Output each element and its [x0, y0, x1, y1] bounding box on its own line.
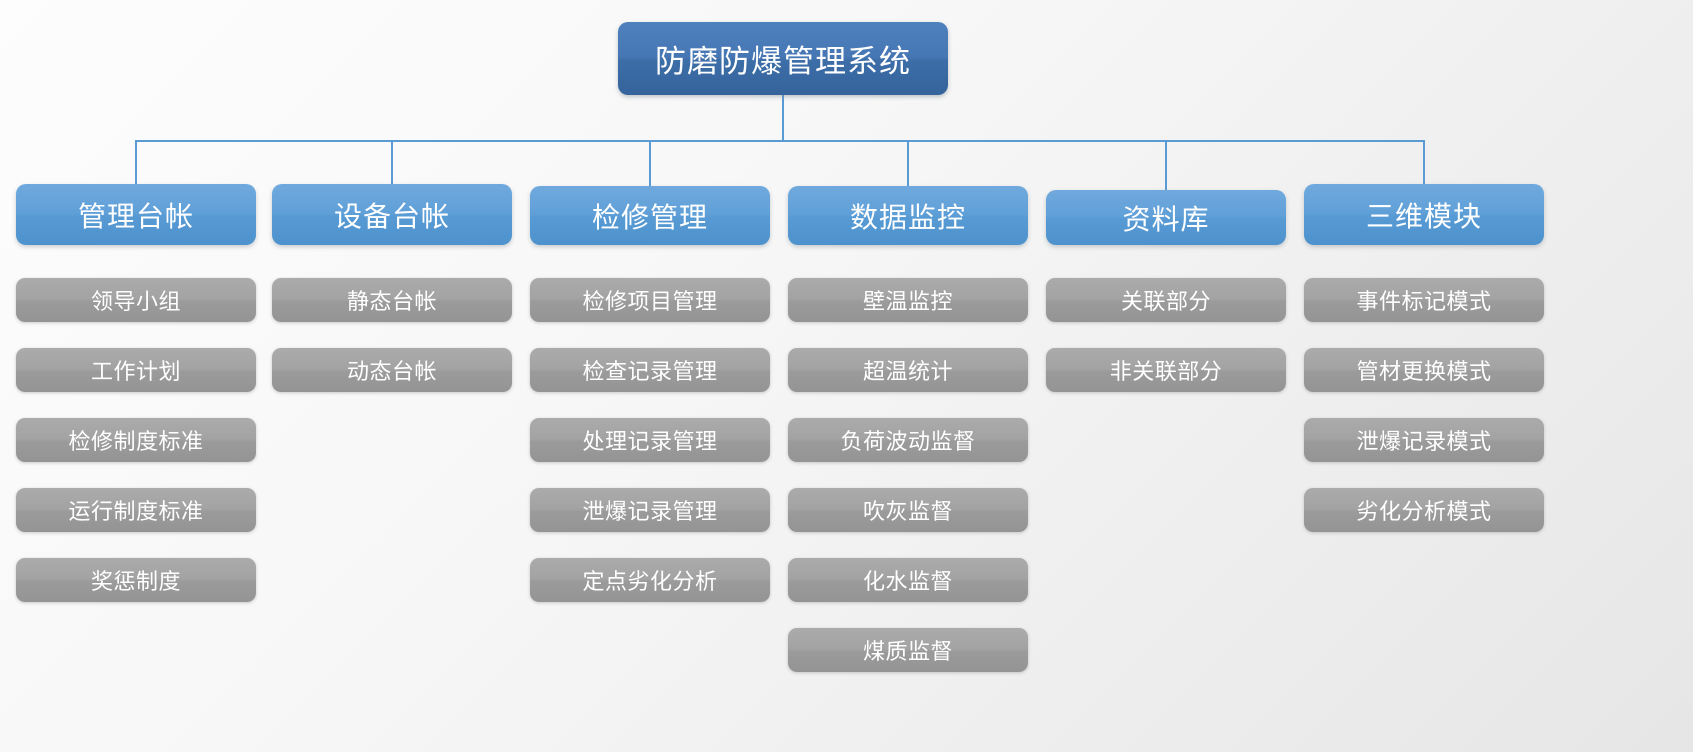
leaf-node-label: 壁温监控	[862, 289, 953, 314]
branch-node-数据监控[interactable]: 数据监控	[788, 186, 1028, 245]
leaf-node-运行制度标准[interactable]: 运行制度标准	[16, 488, 256, 532]
leaf-node-关联部分[interactable]: 关联部分	[1046, 278, 1286, 322]
leaf-node-化水监督[interactable]: 化水监督	[788, 558, 1028, 602]
leaf-node-label: 煤质监督	[862, 639, 953, 664]
leaf-node-吹灰监督[interactable]: 吹灰监督	[788, 488, 1028, 532]
branch-node-label: 资料库	[1122, 203, 1210, 235]
leaf-node-label: 动态台帐	[346, 359, 437, 384]
branch-node-三维模块[interactable]: 三维模块	[1304, 184, 1544, 245]
leaf-node-领导小组[interactable]: 领导小组	[16, 278, 256, 322]
leaf-node-处理记录管理[interactable]: 处理记录管理	[530, 418, 770, 462]
leaf-node-label: 非关联部分	[1109, 359, 1223, 384]
branch-node-label: 三维模块	[1365, 200, 1482, 232]
leaf-node-label: 静态台帐	[346, 289, 437, 314]
leaf-node-label: 吹灰监督	[862, 499, 953, 524]
leaf-node-label: 负荷波动监督	[840, 429, 976, 454]
leaf-node-管材更换模式[interactable]: 管材更换模式	[1304, 348, 1544, 392]
branch-node-label: 检修管理	[591, 201, 708, 233]
leaf-node-label: 化水监督	[862, 569, 953, 594]
leaf-node-label: 检修制度标准	[68, 429, 204, 454]
leaf-node-壁温监控[interactable]: 壁温监控	[788, 278, 1028, 322]
leaf-node-label: 事件标记模式	[1356, 289, 1492, 314]
leaf-node-劣化分析模式[interactable]: 劣化分析模式	[1304, 488, 1544, 532]
leaf-node-泄爆记录模式[interactable]: 泄爆记录模式	[1304, 418, 1544, 462]
leaf-node-奖惩制度[interactable]: 奖惩制度	[16, 558, 256, 602]
leaf-node-超温统计[interactable]: 超温统计	[788, 348, 1028, 392]
root-node[interactable]: 防磨防爆管理系统	[618, 22, 948, 95]
leaf-node-煤质监督[interactable]: 煤质监督	[788, 628, 1028, 672]
leaf-node-检修制度标准[interactable]: 检修制度标准	[16, 418, 256, 462]
leaf-node-label: 领导小组	[90, 289, 181, 314]
leaf-node-label: 泄爆记录管理	[582, 499, 718, 524]
leaf-node-静态台帐[interactable]: 静态台帐	[272, 278, 512, 322]
branch-node-label: 设备台帐	[333, 200, 450, 232]
leaf-node-label: 检查记录管理	[582, 359, 718, 384]
leaf-node-事件标记模式[interactable]: 事件标记模式	[1304, 278, 1544, 322]
leaf-node-负荷波动监督[interactable]: 负荷波动监督	[788, 418, 1028, 462]
leaf-node-泄爆记录管理[interactable]: 泄爆记录管理	[530, 488, 770, 532]
branch-node-label: 管理台帐	[77, 200, 194, 232]
branch-node-资料库[interactable]: 资料库	[1046, 190, 1286, 245]
branch-node-设备台帐[interactable]: 设备台帐	[272, 184, 512, 245]
leaf-node-label: 超温统计	[862, 359, 953, 384]
leaf-node-label: 奖惩制度	[90, 569, 181, 594]
branch-node-label: 数据监控	[849, 201, 966, 233]
leaf-node-label: 管材更换模式	[1356, 359, 1492, 384]
leaf-node-label: 泄爆记录模式	[1356, 429, 1492, 454]
leaf-node-动态台帐[interactable]: 动态台帐	[272, 348, 512, 392]
leaf-node-label: 工作计划	[90, 359, 181, 384]
leaf-node-工作计划[interactable]: 工作计划	[16, 348, 256, 392]
leaf-node-label: 关联部分	[1120, 289, 1211, 314]
leaf-node-label: 处理记录管理	[582, 429, 718, 454]
leaf-node-label: 定点劣化分析	[582, 569, 718, 594]
leaf-node-label: 劣化分析模式	[1356, 499, 1492, 524]
branch-node-管理台帐[interactable]: 管理台帐	[16, 184, 256, 245]
root-node-label: 防磨防爆管理系统	[655, 44, 911, 79]
leaf-node-非关联部分[interactable]: 非关联部分	[1046, 348, 1286, 392]
leaf-node-检查记录管理[interactable]: 检查记录管理	[530, 348, 770, 392]
leaf-node-label: 运行制度标准	[68, 499, 204, 524]
branch-node-检修管理[interactable]: 检修管理	[530, 186, 770, 245]
leaf-node-label: 检修项目管理	[582, 289, 718, 314]
leaf-node-定点劣化分析[interactable]: 定点劣化分析	[530, 558, 770, 602]
leaf-node-检修项目管理[interactable]: 检修项目管理	[530, 278, 770, 322]
